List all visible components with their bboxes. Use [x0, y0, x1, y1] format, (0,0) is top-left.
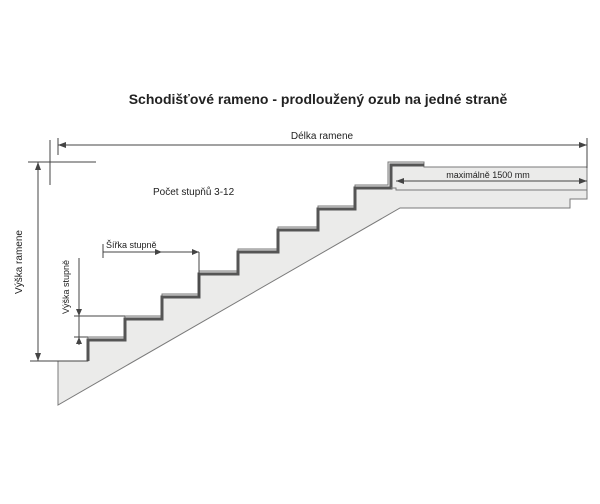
tread-width-dimension — [102, 244, 200, 297]
riser-height-label: Výška stupně — [61, 260, 71, 314]
height-dimension — [30, 162, 88, 362]
riser-height-dimension — [74, 258, 125, 345]
tread-width-label: Šířka stupně — [106, 240, 157, 250]
landing-dimension — [396, 178, 587, 184]
diagram-title: Schodišťové rameno - prodloužený ozub na… — [129, 91, 508, 107]
stair-steps-outline — [86, 163, 424, 361]
landing-tooth-line — [391, 187, 587, 191]
step-count-label: Počet stupňů 3-12 — [153, 186, 235, 198]
landing-max-label: maximálně 1500 mm — [446, 170, 530, 180]
length-dimension — [57, 138, 588, 168]
height-label: Výška ramene — [14, 230, 25, 294]
length-label: Délka ramene — [291, 131, 354, 142]
stair-flight-body — [57, 161, 588, 406]
